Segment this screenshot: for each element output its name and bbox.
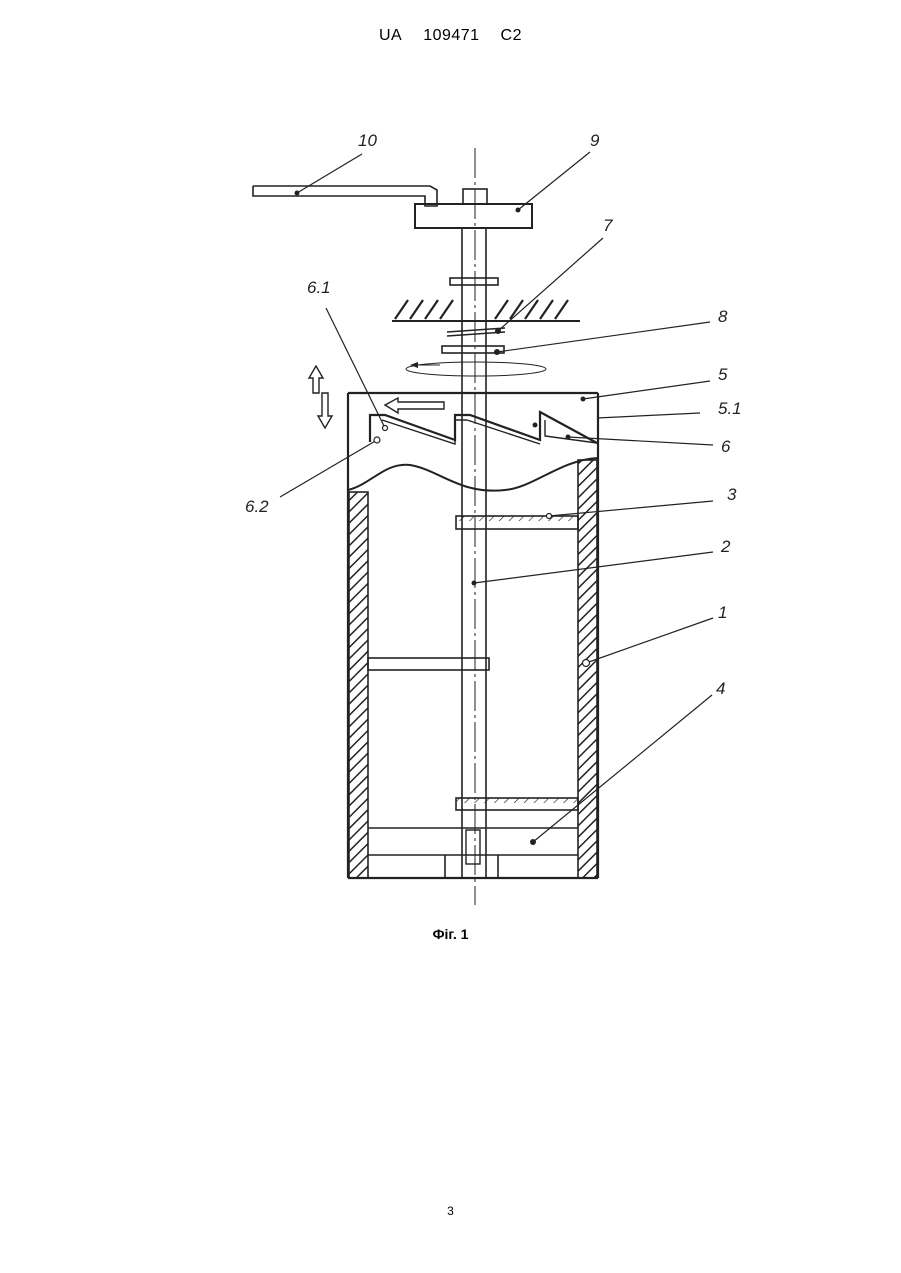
break-line (348, 458, 598, 491)
direction-arrow (385, 398, 444, 413)
rotation-arrow (406, 362, 546, 376)
figure-caption: Фіг. 1 (0, 926, 901, 942)
label-10: 10 (358, 131, 377, 150)
label-7: 7 (603, 216, 613, 235)
label-4: 4 (716, 679, 725, 698)
crank-handle (253, 186, 437, 206)
label-5-1: 5.1 (718, 399, 742, 418)
hub-9 (415, 204, 532, 228)
label-5: 5 (718, 365, 728, 384)
left-wall (349, 492, 368, 878)
shaft-key (466, 830, 480, 864)
label-6-1: 6.1 (307, 278, 331, 297)
label-6: 6 (721, 437, 731, 456)
label-9: 9 (590, 131, 600, 150)
right-wall (578, 460, 597, 878)
label-2: 2 (720, 537, 731, 556)
label-8: 8 (718, 307, 728, 326)
down-arrow (318, 393, 332, 428)
label-1: 1 (718, 603, 727, 622)
label-3: 3 (727, 485, 737, 504)
blade-middle (368, 658, 489, 670)
collar (450, 278, 498, 285)
label-6-2: 6.2 (245, 497, 269, 516)
page-number: 3 (0, 1204, 901, 1218)
up-arrow (309, 366, 323, 393)
